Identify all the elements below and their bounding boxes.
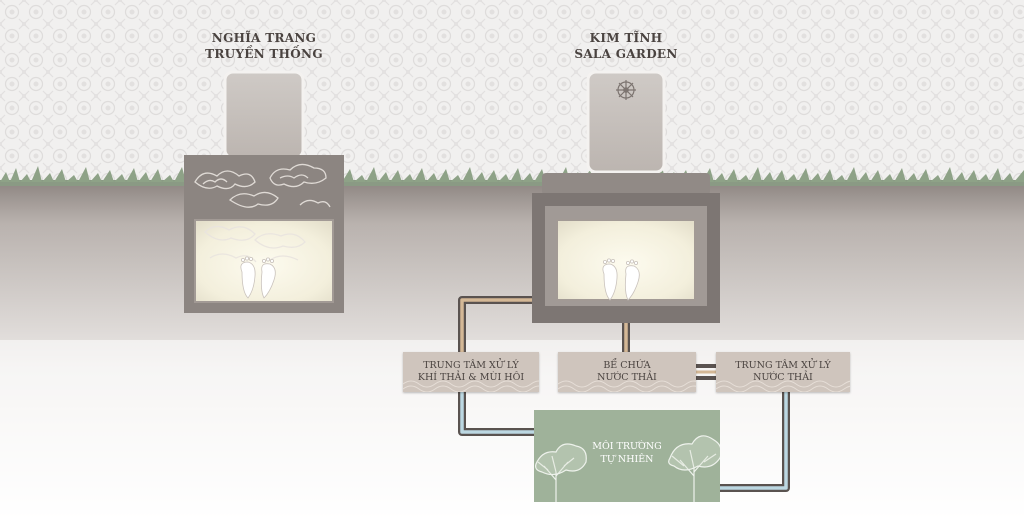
- sala-title-line2: SALA GARDEN: [574, 47, 678, 61]
- pipes: [458, 296, 790, 492]
- traditional-title-line2: TRUYỀN THỐNG: [205, 47, 323, 61]
- water-box-line1: TRUNG TÂM XỬ LÝ: [735, 360, 831, 371]
- wastewater-tank-box: BỂ CHỨA NƯỚC THẢI: [558, 352, 696, 392]
- tank-box-line2: NƯỚC THẢI: [597, 372, 657, 383]
- water-box-line2: NƯỚC THẢI: [753, 372, 813, 383]
- nature-label: MÔI TRƯỜNG TỰ NHIÊN: [534, 440, 720, 466]
- gas-box-line2: KHÍ THẢI & MÙI HÔI: [417, 372, 525, 383]
- sala-garden-title: KIM TĨNH SALA GARDEN: [546, 30, 706, 62]
- gas-treatment-box: TRUNG TÂM XỬ LÝ KHÍ THẢI & MÙI HÔI: [403, 352, 539, 392]
- tree-icon: [535, 443, 587, 502]
- footprints-icon: [240, 256, 276, 299]
- dharma-wheel-icon: [616, 80, 636, 100]
- sala-title-line1: KIM TĨNH: [589, 31, 663, 45]
- footprints-icon: [602, 258, 640, 301]
- natural-environment-box: MÔI TRƯỜNG TỰ NHIÊN: [534, 410, 720, 502]
- lattice-background: [0, 0, 1024, 185]
- nature-line2: TỰ NHIÊN: [600, 454, 654, 465]
- sala-garden-grave: [532, 70, 720, 323]
- wastewater-treatment-box: TRUNG TÂM XỬ LÝ NƯỚC THẢI: [716, 352, 850, 392]
- gas-box-line1: TRUNG TÂM XỬ LÝ: [423, 360, 519, 371]
- tank-box-line1: BỂ CHỨA: [603, 360, 651, 371]
- traditional-title-line1: NGHĨA TRANG: [211, 31, 317, 45]
- traditional-title: NGHĨA TRANG TRUYỀN THỐNG: [184, 30, 344, 62]
- trees-illustration: [535, 435, 720, 502]
- nature-line1: MÔI TRƯỜNG: [592, 441, 662, 452]
- water-waves-icon: [716, 380, 850, 392]
- water-waves-icon: [558, 380, 696, 392]
- traditional-grave: [184, 70, 344, 313]
- tree-icon: [668, 435, 720, 502]
- water-waves-icon: [403, 380, 539, 392]
